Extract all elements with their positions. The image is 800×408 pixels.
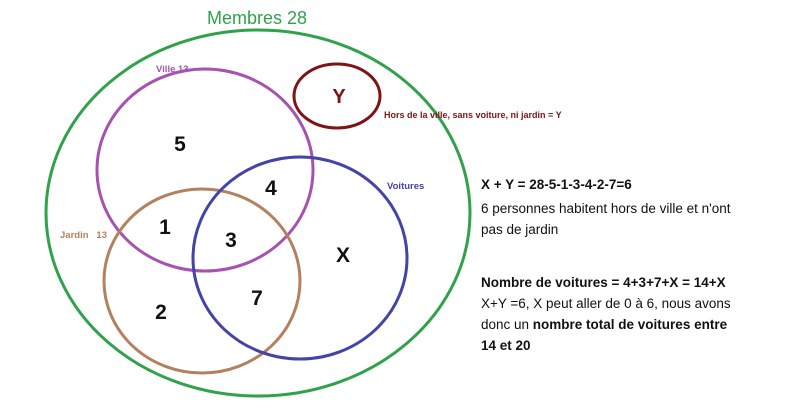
y-label: Y	[332, 86, 346, 108]
region-jardin-voitures: 7	[251, 287, 263, 310]
jardin-label: Jardin 13	[60, 230, 107, 241]
explanation-line-3: X+Y =6, X peut aller de 0 à 6, nous avon…	[481, 296, 731, 311]
region-jardin-only: 2	[155, 301, 167, 324]
voitures-circle	[191, 155, 409, 361]
cars-equation: Nombre de voitures = 4+3+7+X = 14+X	[481, 272, 726, 293]
universe-label: Membres 28	[207, 8, 307, 28]
line5-bold: 14 et 20	[481, 338, 531, 353]
equation-bold: X + Y = 28-5-1-3-4-2-7=6	[481, 177, 632, 192]
cars-equation-bold: Nombre de voitures = 4+3+7+X = 14+X	[481, 275, 726, 290]
explanation-line-1: 6 personnes habitent hors de ville et n'…	[481, 201, 731, 216]
ville-label: Ville 13	[156, 64, 189, 75]
explanation-line-5: 14 et 20	[481, 335, 531, 356]
equation-text: X + Y = 28-5-1-3-4-2-7=6	[481, 174, 632, 195]
region-ville-voitures: 4	[265, 177, 277, 200]
region-ville-only: 5	[174, 133, 186, 156]
region-voitures-only: X	[336, 244, 350, 267]
universe-circle	[44, 28, 472, 398]
line4-plain: donc un	[481, 317, 533, 332]
ville-circle	[95, 67, 315, 273]
y-circle	[292, 62, 382, 130]
region-ville-jardin: 1	[159, 216, 171, 239]
voitures-label: Voitures	[387, 181, 424, 192]
region-all-three: 3	[225, 229, 237, 252]
jardin-circle	[102, 187, 302, 375]
explanation-line-2: pas de jardin	[481, 222, 559, 237]
explanation-line-4: donc un nombre total de voitures entre	[481, 314, 727, 335]
line4-bold: nombre total de voitures entre	[532, 317, 728, 332]
y-caption: Hors de la ville, sans voiture, ni jardi…	[384, 110, 562, 120]
